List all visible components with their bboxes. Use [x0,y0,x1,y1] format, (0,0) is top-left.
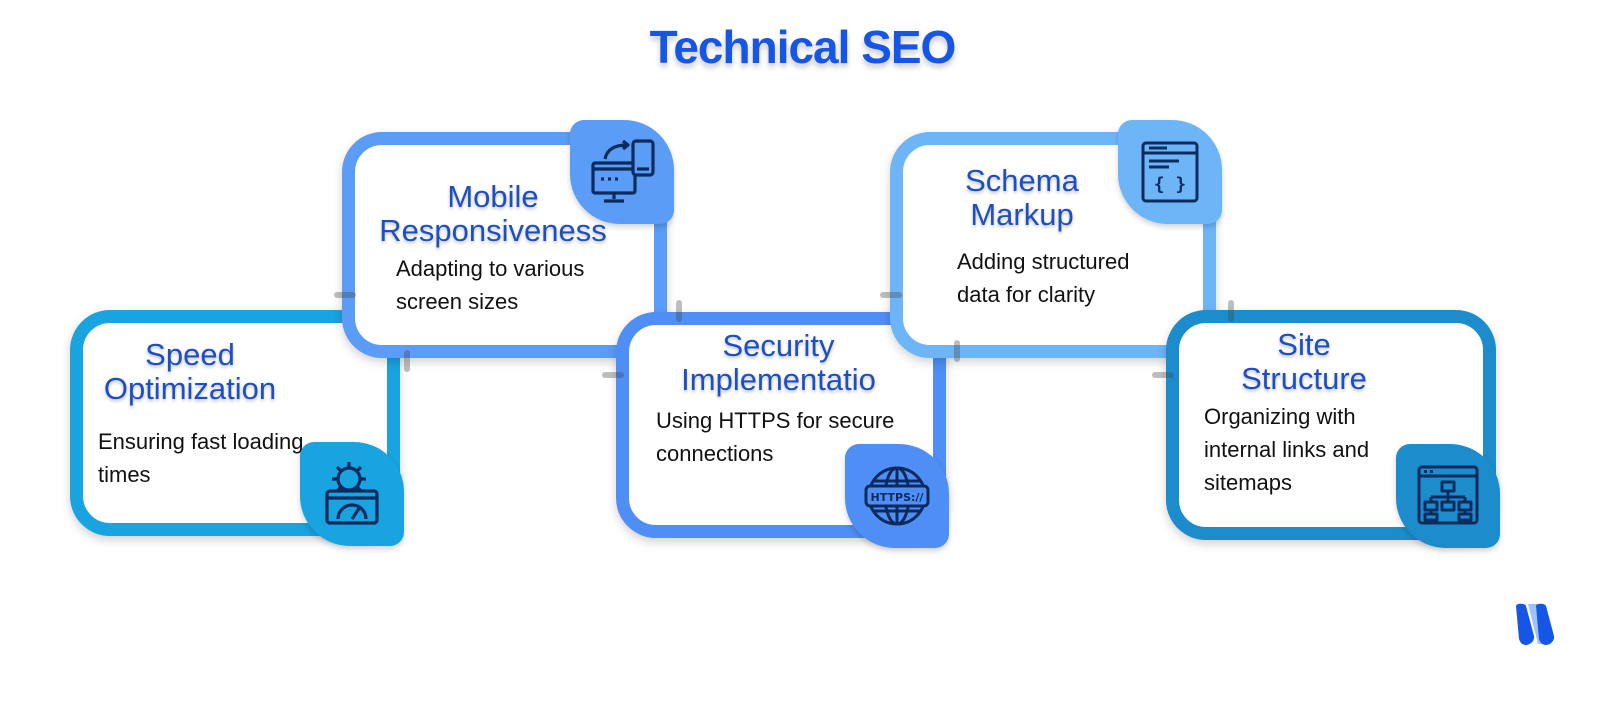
connector-notch [334,292,356,298]
card-schema-description: Adding structured data for clarity [957,249,1130,307]
card-speed-optimization [70,310,400,536]
svg-text:{ }: { } [1154,174,1187,195]
card-schema-title: Schema Markup [965,163,1079,232]
card-speed-title: Speed Optimization [103,337,277,406]
card-site-title: Site Structure [1241,327,1367,396]
connector-notch [954,340,960,362]
svg-text:HTTPS://: HTTPS:// [871,491,925,504]
connector-notch [676,300,682,322]
connector-notch [404,350,410,372]
brand-logo-icon [1516,603,1555,645]
card-security-title: Security Implementatio [681,328,876,397]
https-globe-icon: HTTPS:// [845,444,949,548]
speedometer-gear-icon [300,442,404,546]
responsive-devices-icon [570,120,674,224]
connector-notch [1228,300,1234,322]
connector-notch [880,292,902,298]
sitemap-window-icon [1396,444,1500,548]
card-site-structure [1166,310,1496,540]
card-security-description: Using HTTPS for secure connections [656,408,895,466]
connector-notch [1152,372,1174,378]
connector-notch [602,372,624,378]
page-title: Technical SEO [649,21,957,73]
code-window-icon: { } [1118,120,1222,224]
card-speed-description: Ensuring fast loading times [98,429,304,487]
card-mobile-title: Mobile Responsiveness [379,179,607,248]
card-site-description: Organizing with internal links and sitem… [1204,404,1370,495]
card-mobile-description: Adapting to various screen sizes [396,256,585,314]
